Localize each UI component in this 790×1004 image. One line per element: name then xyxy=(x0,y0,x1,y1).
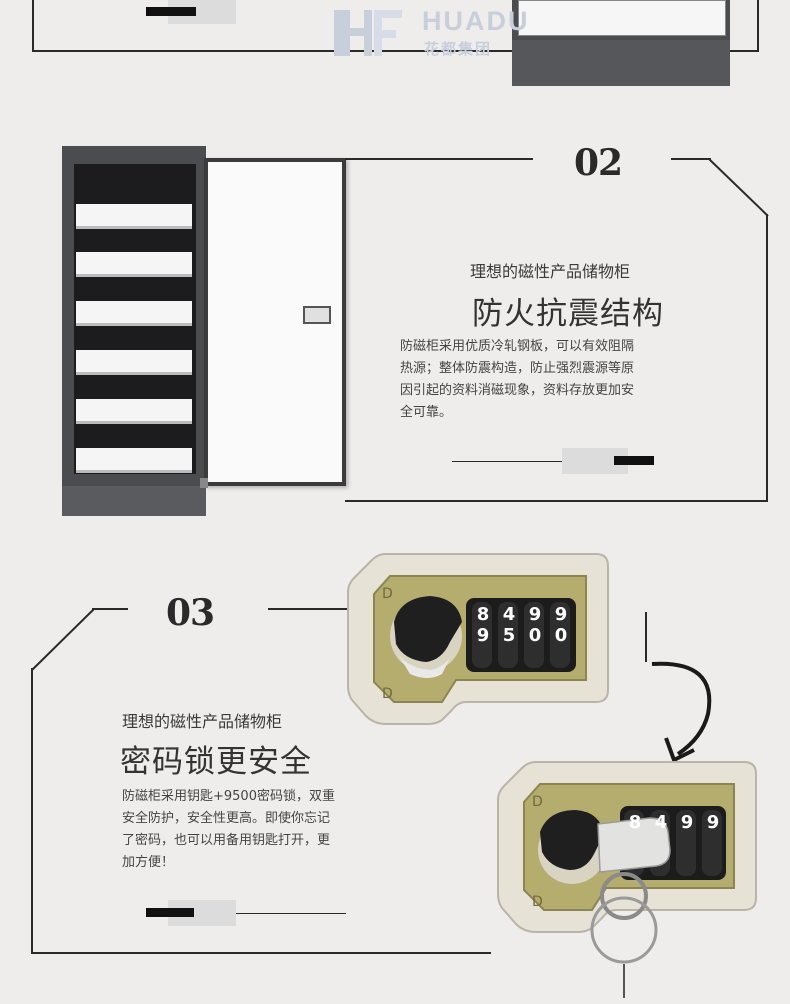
top-frame-right xyxy=(757,0,759,52)
lock1-digit-top: 9 xyxy=(554,604,568,625)
s3-accent-line xyxy=(200,913,346,914)
s3-frame-top-right xyxy=(268,608,348,610)
s2-accent-line xyxy=(452,461,580,462)
s2-frame-top-right xyxy=(671,158,711,160)
door-handle-icon xyxy=(303,306,331,324)
logo-english: HUADU xyxy=(422,6,530,36)
cabinet-base xyxy=(62,486,206,516)
cabinet-drawer xyxy=(76,252,192,277)
lock1-digit-column: 9 0 xyxy=(550,604,572,646)
s2-description: 防磁柜采用优质冷轧钢板，可以有效阻隔 热源；整体防震构造，防止强烈震源等原 因引… xyxy=(400,336,690,424)
door-hinge xyxy=(200,478,208,488)
cabinet-drawer xyxy=(76,350,192,375)
s2-description-line: 全可靠。 xyxy=(400,405,453,420)
top-cabinet-base xyxy=(512,40,730,86)
svg-text:D: D xyxy=(532,894,543,910)
lock1-digit-top: 8 xyxy=(476,604,490,625)
top-frame-bottom-right xyxy=(730,50,759,52)
lock1-digit-bottom: 9 xyxy=(476,625,490,646)
lock1-digit-bottom: 5 xyxy=(502,625,516,646)
lock2-digit: 8 xyxy=(628,812,642,833)
svg-text:D: D xyxy=(532,794,543,810)
s2-description-line: 热源；整体防震构造，防止强烈震源等原 xyxy=(400,361,635,376)
s2-accent-dark xyxy=(614,456,654,465)
lock2-digit: 9 xyxy=(706,812,720,833)
cabinet-drawer xyxy=(76,301,192,326)
curved-arrow-icon xyxy=(651,661,712,763)
top-frame-bottom xyxy=(32,50,512,52)
lock1-digit-bottom: 0 xyxy=(554,625,568,646)
cabinet-drawer xyxy=(76,399,192,424)
s3-description: 防磁柜采用钥匙+9500密码锁，双重 安全防护，安全性更高。即使你忘记 了密码，… xyxy=(122,786,382,874)
lock1-digit-top: 9 xyxy=(528,604,542,625)
s2-number: 02 xyxy=(574,142,623,184)
lock1-digit-column: 8 9 xyxy=(472,604,494,646)
s3-frame-bottom xyxy=(31,952,491,954)
s2-frame-right xyxy=(766,214,768,502)
combination-lock-image: D D xyxy=(347,553,609,725)
lock1-digit-bottom: 0 xyxy=(528,625,542,646)
lock2-digit: 4 xyxy=(654,812,668,833)
s2-frame-diagonal xyxy=(708,158,769,217)
svg-text:D: D xyxy=(382,686,393,702)
top-cabinet-door xyxy=(518,0,726,36)
lock1-digit-column: 9 0 xyxy=(524,604,546,646)
svg-text:D: D xyxy=(382,586,393,602)
s2-title: 防火抗震结构 xyxy=(472,296,664,332)
s2-frame-bottom xyxy=(345,500,768,502)
cabinet-drawer xyxy=(76,204,192,229)
cabinet-image xyxy=(60,146,350,518)
combination-lock-with-key-image: D D xyxy=(497,761,757,998)
lock2-digit: 9 xyxy=(680,812,694,833)
s3-number: 03 xyxy=(166,592,215,634)
s3-description-line: 安全防护，安全性更高。即使你忘记 xyxy=(122,811,331,826)
s2-description-line: 防磁柜采用优质冷轧钢板，可以有效阻隔 xyxy=(400,339,635,354)
top-accent-dark xyxy=(146,7,196,16)
s3-frame-diagonal xyxy=(31,608,95,671)
s3-description-line: 防磁柜采用钥匙+9500密码锁，双重 xyxy=(122,789,335,804)
s3-frame-right xyxy=(645,612,647,662)
s2-description-line: 因引起的资料消磁现象，资料存放更加安 xyxy=(400,383,635,398)
s3-frame-left xyxy=(31,668,33,954)
lock1-digit-top: 4 xyxy=(502,604,516,625)
huadu-logo-icon xyxy=(334,10,402,56)
lock1-digit-column: 4 5 xyxy=(498,604,520,646)
s3-subtitle: 理想的磁性产品储物柜 xyxy=(122,712,283,731)
s3-accent-dark xyxy=(146,908,194,917)
s2-subtitle: 理想的磁性产品储物柜 xyxy=(470,262,631,281)
s3-description-line: 加方便！ xyxy=(122,855,175,870)
top-frame-left xyxy=(32,0,34,52)
logo-chinese: 花都集团 xyxy=(424,40,493,58)
s2-frame-top-left xyxy=(345,158,533,160)
s3-title: 密码锁更安全 xyxy=(120,744,312,780)
cabinet-drawer xyxy=(76,448,192,473)
s3-frame-top-left xyxy=(92,608,128,610)
s3-description-line: 了密码，也可以用备用钥匙打开，更 xyxy=(122,833,331,848)
